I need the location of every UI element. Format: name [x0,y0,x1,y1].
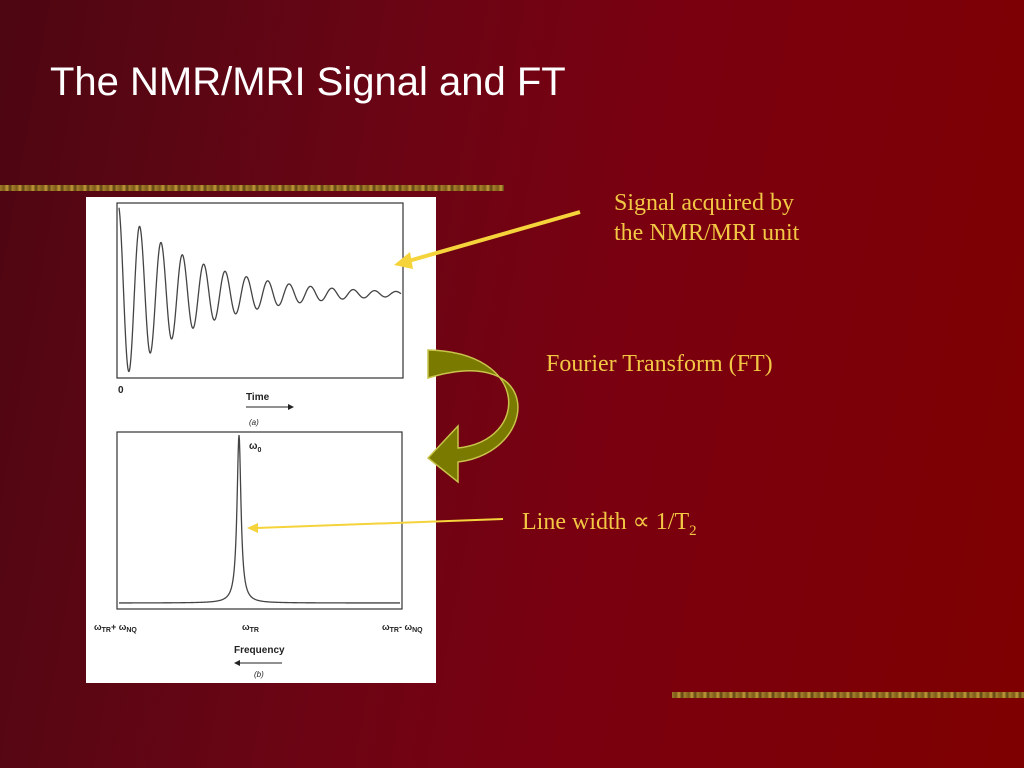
nmr-figure-svg: 0 Time (a) ω0 ωTR+ ωNQ ωTR ωTR- ωNQ Freq… [94,202,423,679]
panel-a-frame [116,202,404,379]
signal-pointer-arrowhead [394,252,413,269]
fourier-transform-caption: Fourier Transform (FT) [546,351,773,377]
signal-caption-line2: the NMR/MRI unit [614,220,800,246]
time-arrow-head [288,404,294,410]
line-width-subscript: 2 [689,522,697,539]
panel-a-label: (a) [249,418,259,427]
panel-b-label: (b) [254,670,264,679]
signal-caption-line1: Signal acquired by [614,190,794,216]
line-width-caption: Line width ∝ 1/T2 [522,507,697,546]
fourier-transform-arrow [426,349,519,484]
decorative-bar-top [0,185,504,191]
line-width-pointer-line [255,518,504,529]
line-width-text: Line width ∝ 1/T [522,509,690,535]
fid-signal-curve [118,207,402,373]
line-width-pointer-arrowhead [247,523,258,533]
panel-a-origin-label: 0 [118,385,124,396]
signal-caption: Signal acquired by the NMR/MRI unit [614,188,799,248]
panel-a-axis-label: Time [246,392,270,403]
spectrum-curve [119,434,400,604]
decorative-bar-bottom [672,692,1024,698]
panel-b-frame [116,431,403,610]
frequency-arrow-head [234,660,240,666]
slide-title: The NMR/MRI Signal and FT [50,60,566,104]
peak-label: ω0 [249,441,261,454]
signal-pointer-line [404,210,581,264]
left-freq-label: ωTR+ ωNQ [94,622,137,634]
right-freq-label: ωTR- ωNQ [382,622,423,634]
nmr-figure: 0 Time (a) ω0 ωTR+ ωNQ ωTR ωTR- ωNQ Freq… [86,197,436,683]
center-freq-label: ωTR [242,622,259,634]
panel-b-axis-label: Frequency [234,645,285,656]
